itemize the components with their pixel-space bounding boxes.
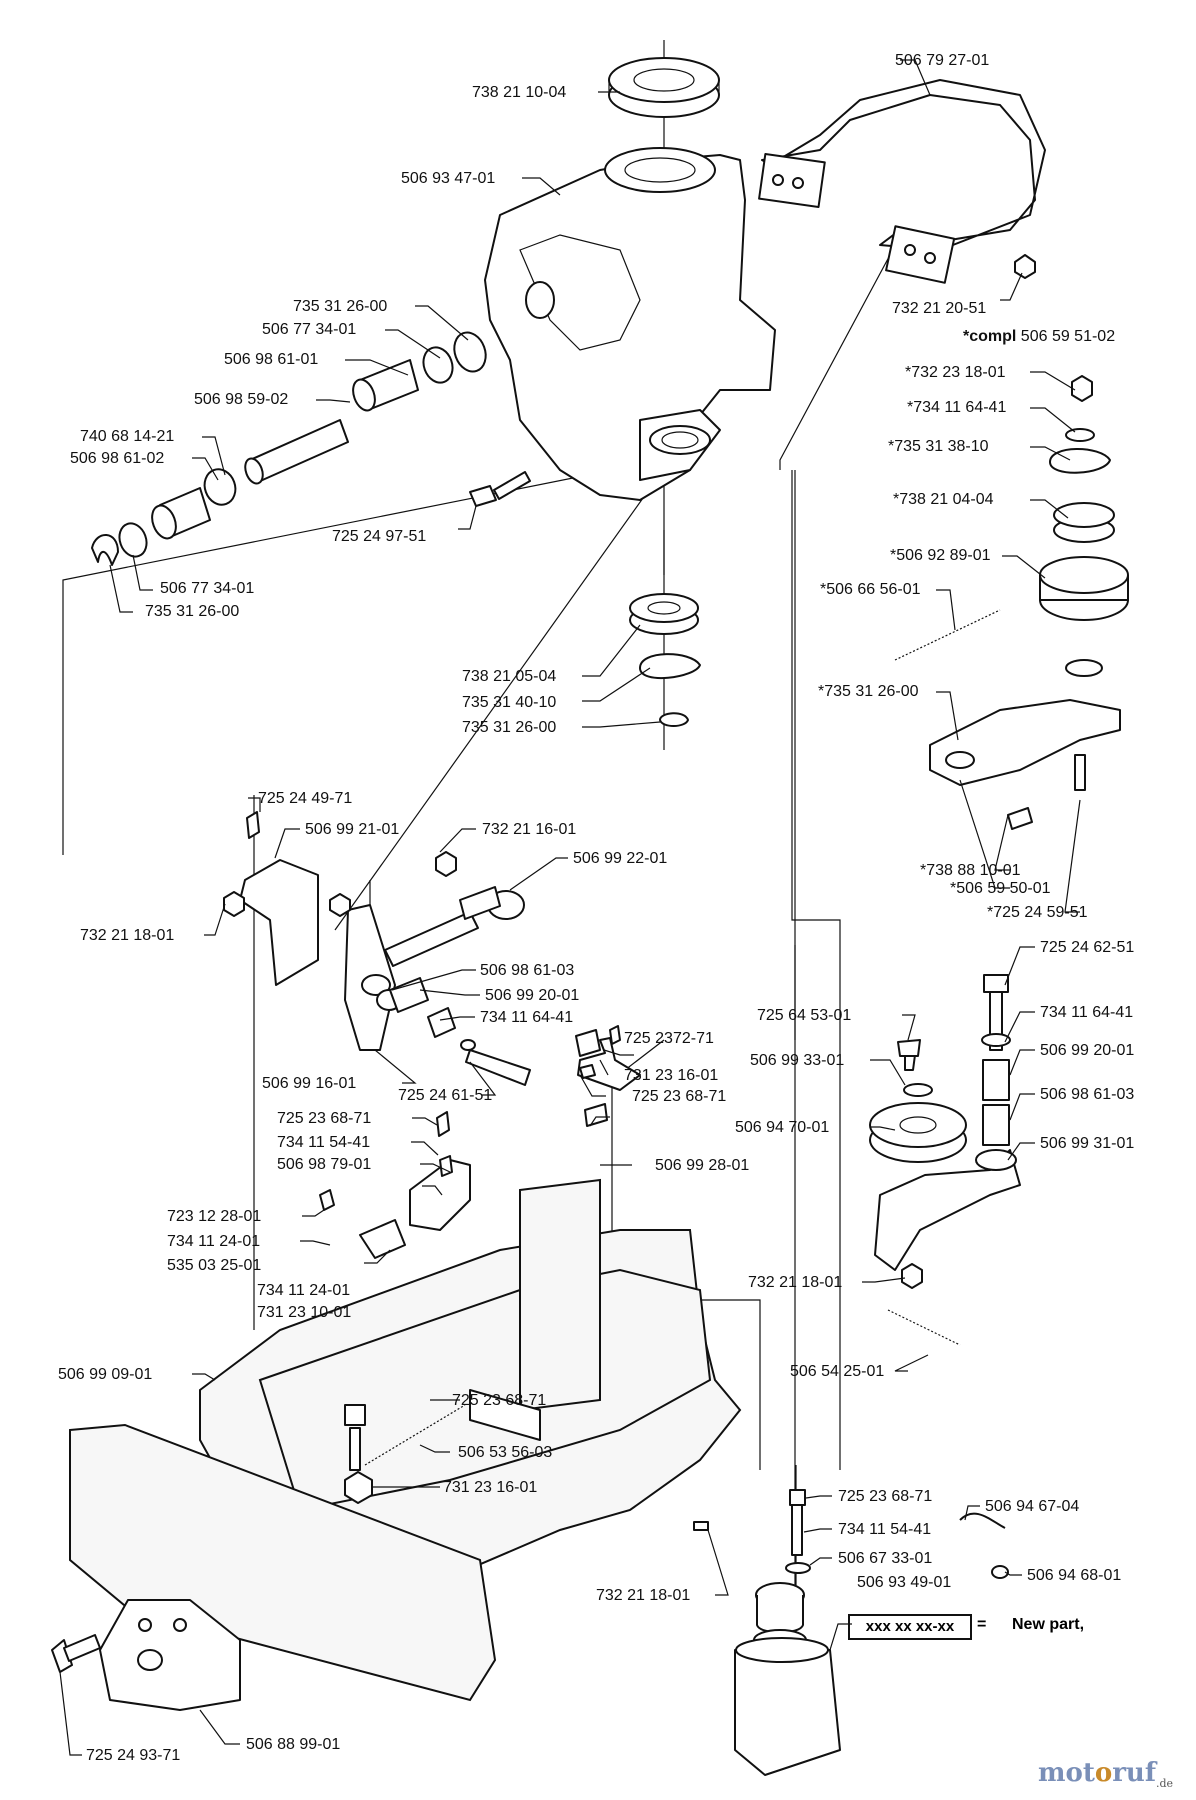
part-label: 506 88 99-01 [246,1736,341,1753]
part-label: 735 31 26-00 [293,298,388,315]
part-label: 506 99 20-01 [485,987,580,1004]
part-label: 506 98 79-01 [277,1156,372,1173]
part-label: 506 99 33-01 [750,1052,845,1069]
legend-text: New part, [1012,1616,1085,1633]
strap-icon [758,79,1046,284]
part-label: 506 67 33-01 [838,1550,933,1567]
part-label: 725 2372-71 [624,1030,714,1047]
part-label: 734 11 64-41 [1040,1004,1134,1021]
part-label: 506 93 47-01 [401,170,496,187]
part-label: 731 23 16-01 [443,1479,538,1496]
bolt-icon [469,471,531,507]
part-label: 725 64 53-01 [757,1007,852,1024]
part-label: 725 24 97-51 [332,528,427,545]
part-label: 732 21 20-51 [892,300,987,317]
part-label: 506 53 56-03 [458,1444,553,1461]
part-label: 506 94 67-04 [985,1498,1080,1515]
part-label: *506 66 56-01 [820,581,921,598]
part-label: 506 94 70-01 [735,1119,830,1136]
part-label: *506 92 89-01 [890,547,991,564]
part-label: 725 24 62-51 [1040,939,1135,956]
part-label: *738 21 04-04 [893,491,994,508]
pulley-assembly-icon [869,974,1021,1346]
part-label: 506 98 59-02 [194,391,289,408]
bearing-lower-icon [629,593,701,727]
spring-icon [894,609,1001,661]
part-label: 506 79 27-01 [895,52,990,69]
part-label: 734 11 54-41 [838,1521,932,1538]
part-label: 506 98 61-03 [480,962,575,979]
part-label: *506 59 50-01 [950,880,1051,897]
part-label: 738 21 10-04 [472,84,567,101]
part-label-reservoir: 506 93 49-01 [857,1574,952,1591]
part-label: *725 24 59-51 [987,904,1088,921]
brand-watermark: motoruf.de [1038,1758,1174,1791]
part-label: 725 24 61-51 [398,1087,493,1104]
part-label: 725 23 68-71 [277,1110,372,1127]
part-label: 735 31 26-00 [145,603,240,620]
part-label: 725 24 93-71 [86,1747,181,1764]
frame-icon [69,1178,742,1702]
part-label: 738 21 05-04 [462,668,557,685]
part-label: *734 11 64-41 [907,399,1007,416]
small-parts-icon [319,1025,641,1259]
part-label: 732 21 18-01 [748,1274,843,1291]
part-label: 506 98 61-03 [1040,1086,1135,1103]
part-label: 506 99 21-01 [305,821,400,838]
part-label: 506 99 31-01 [1040,1135,1135,1152]
part-label: 506 99 16-01 [262,1075,357,1092]
bracket-plate-icon [99,1599,241,1711]
leader-lines [59,59,1081,1756]
bearing-top-icon [608,57,720,118]
part-label: 740 68 14-21 [80,428,175,445]
part-label: 723 12 28-01 [167,1208,262,1225]
part-label: 732 21 16-01 [482,821,577,838]
part-label: 506 98 61-02 [70,450,165,467]
part-label: 506 77 34-01 [262,321,357,338]
part-label: 506 99 20-01 [1040,1042,1135,1059]
part-label: 734 11 64-41 [480,1009,574,1026]
part-label: *735 31 26-00 [818,683,919,700]
compl-assembly-icon [929,375,1129,830]
part-label: *732 23 18-01 [905,364,1006,381]
part-label: 535 03 25-01 [167,1257,262,1274]
hose-icon [959,1512,1009,1579]
part-label: 506 94 68-01 [1027,1567,1122,1584]
part-label: 725 23 68-71 [632,1088,727,1105]
legend-sample: xxx xx xx-xx [848,1614,972,1640]
part-label: 735 31 26-00 [462,719,557,736]
part-label: 725 23 68-71 [452,1392,547,1409]
part-label: 732 21 18-01 [80,927,175,944]
part-label: 506 99 09-01 [58,1366,153,1383]
part-label: 735 31 40-10 [462,694,557,711]
part-label: 506 99 28-01 [655,1157,750,1174]
part-label: *738 88 10-01 [920,862,1021,879]
part-label: 734 11 24-01 [167,1233,261,1250]
part-label: 725 24 49-71 [258,790,353,807]
part-label: 506 54 25-01 [790,1363,885,1380]
legend-equals: = [977,1616,987,1633]
part-label: 506 99 22-01 [573,850,668,867]
part-label: 731 23 10-01 [257,1304,352,1321]
compl-label: *compl 506 59 51-02 [963,328,1116,345]
housing-icon [484,147,776,501]
part-label: 734 11 24-01 [257,1282,351,1299]
part-label: 506 98 61-01 [224,351,319,368]
part-label: *735 31 38-10 [888,438,989,455]
bracket-assembly-icon [223,811,531,1086]
nut-icon [1014,254,1036,279]
part-label: 732 21 18-01 [596,1587,691,1604]
frame-spring-icon [344,1404,466,1504]
part-label: 731 23 16-01 [624,1067,719,1084]
part-label: 506 77 34-01 [160,580,255,597]
shaft-assembly-icon [91,331,487,566]
part-label: 725 23 68-71 [838,1488,933,1505]
reservoir-icon [734,1489,841,1776]
part-label: 734 11 54-41 [277,1134,371,1151]
